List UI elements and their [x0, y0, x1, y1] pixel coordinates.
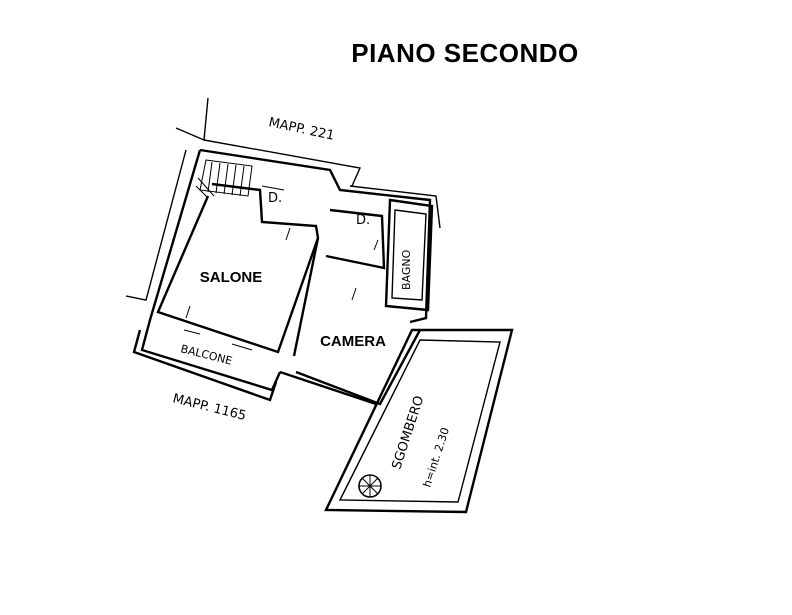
room-label-sgombero: SGOMBERO [390, 394, 428, 471]
fan-icon [358, 474, 382, 498]
room-label-bagno: BAGNO [400, 249, 413, 290]
boundary-lines [125, 97, 441, 301]
boundary-label-north: MAPP. 221 [267, 115, 336, 144]
room-label-sgombero-height: h=int. 2.30 [420, 426, 452, 489]
boundary-label-south: MAPP. 1165 [171, 391, 248, 424]
room-label-camera: CAMERA [320, 333, 386, 350]
building-walls [132, 148, 434, 406]
opening-marks [183, 185, 387, 405]
sgombero-room [324, 328, 514, 514]
room-label-salone: SALONE [200, 269, 263, 286]
plan-title: PIANO SECONDO [351, 38, 579, 68]
stair-hatching [195, 159, 253, 199]
room-label-disimpegno-2: D. [356, 213, 370, 228]
room-label-disimpegno-1: D. [268, 191, 282, 206]
